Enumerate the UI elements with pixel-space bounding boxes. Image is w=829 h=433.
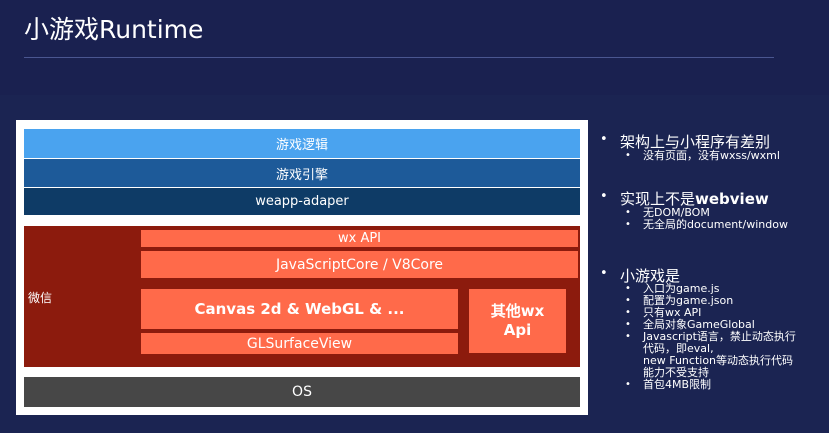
note-heading-text: 小游戏是 bbox=[620, 267, 681, 285]
other-api-line1: 其他wx bbox=[490, 302, 545, 321]
bullet-icon: • bbox=[625, 219, 631, 230]
title-divider bbox=[24, 57, 774, 58]
adapter-layer: weapp-adaper bbox=[24, 188, 580, 215]
note-item: • 无全局的document/window bbox=[625, 218, 788, 231]
game-engine-layer: 游戏引擎 bbox=[24, 159, 580, 187]
bullet-icon: • bbox=[600, 132, 608, 147]
note-item-continued: new Function等动态执行代码 bbox=[643, 355, 793, 367]
bullet-icon: • bbox=[600, 266, 608, 281]
wechat-label: 微信 bbox=[28, 291, 53, 305]
note-heading-minigame: • 小游戏是 bbox=[600, 265, 681, 286]
note-heading-webview: • 实现上不是webview bbox=[600, 188, 769, 209]
note-item-text: 能力不受支持 bbox=[643, 366, 709, 379]
bullet-icon: • bbox=[625, 207, 631, 218]
note-item-text: 首包4MB限制 bbox=[643, 378, 712, 391]
note-item-text: Javascript语言，禁止动态执行 bbox=[643, 330, 796, 343]
bullet-icon: • bbox=[625, 307, 631, 318]
note-item-text: 无DOM/BOM bbox=[643, 206, 710, 219]
note-item-text: 无全局的document/window bbox=[643, 218, 788, 231]
note-item-text: 全局对象GameGlobal bbox=[643, 318, 755, 331]
note-item: • 无DOM/BOM bbox=[625, 206, 710, 219]
bullet-icon: • bbox=[625, 150, 631, 161]
note-item-text: 入口为game.js bbox=[643, 282, 720, 295]
note-item: • Javascript语言，禁止动态执行 bbox=[625, 330, 796, 343]
other-api-line2: Api bbox=[503, 321, 532, 339]
note-heading-prefix: 实现上不是 bbox=[620, 190, 696, 208]
note-item: • 没有页面，没有wxss/wxml bbox=[625, 149, 780, 162]
note-item: • 入口为game.js bbox=[625, 282, 720, 295]
bullet-icon: • bbox=[625, 379, 631, 390]
bullet-icon: • bbox=[625, 331, 631, 342]
note-item-text: new Function等动态执行代码 bbox=[643, 354, 794, 367]
note-item: • 配置为game.json bbox=[625, 294, 734, 307]
note-heading-architecture: • 架构上与小程序有差别 bbox=[600, 131, 771, 152]
note-item: • 全局对象GameGlobal bbox=[625, 318, 755, 331]
note-item: • 首包4MB限制 bbox=[625, 378, 712, 391]
note-item-text: 配置为game.json bbox=[643, 294, 734, 307]
note-heading-text: 架构上与小程序有差别 bbox=[620, 133, 771, 151]
note-heading-strong: webview bbox=[695, 190, 769, 208]
title-band bbox=[0, 0, 829, 95]
note-item-continued: 能力不受支持 bbox=[643, 367, 709, 379]
page-title: 小游戏Runtime bbox=[24, 15, 204, 44]
note-item-text: 只有wx API bbox=[643, 306, 702, 319]
bullet-icon: • bbox=[600, 189, 608, 204]
game-logic-layer: 游戏逻辑 bbox=[24, 129, 580, 158]
note-item-text: 代码，即eval, bbox=[643, 342, 714, 355]
os-layer: OS bbox=[24, 377, 580, 407]
note-item-text: 没有页面，没有wxss/wxml bbox=[643, 149, 780, 162]
bullet-icon: • bbox=[625, 283, 631, 294]
bullet-icon: • bbox=[625, 295, 631, 306]
other-wx-api-block: 其他wx Api bbox=[469, 289, 566, 353]
note-item: • 只有wx API bbox=[625, 306, 702, 319]
wx-api-block: wx API bbox=[141, 230, 578, 247]
canvas-webgl-block: Canvas 2d & WebGL & ... bbox=[141, 289, 458, 329]
bullet-icon: • bbox=[625, 319, 631, 330]
gl-surface-view-block: GLSurfaceView bbox=[141, 333, 458, 354]
js-core-block: JavaScriptCore / V8Core bbox=[141, 251, 578, 278]
note-item-continued: 代码，即eval, bbox=[643, 343, 714, 355]
